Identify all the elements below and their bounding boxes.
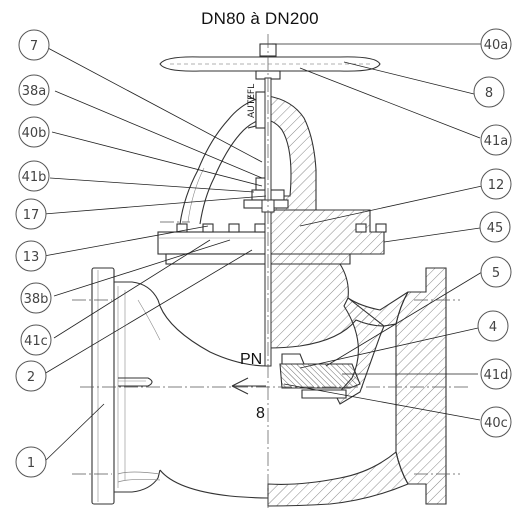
callout-7: 7 [18,29,50,61]
svg-text:7: 7 [30,39,38,54]
svg-text:2: 2 [27,370,35,385]
svg-text:40b: 40b [22,126,47,141]
svg-text:8: 8 [485,86,493,101]
svg-text:5: 5 [492,266,500,281]
diagram-title: DN80 à DN200 [201,9,319,28]
handwheel [159,43,381,80]
pn-marking: PN [240,351,262,368]
callout-1: 1 [15,446,47,478]
callout-38b: 38b [20,282,52,314]
callout-2: 2 [15,360,47,392]
bonnet-lettering: AUTEFL [247,84,257,118]
callout-17: 17 [15,198,47,230]
leader-lines [43,43,483,463]
svg-text:1: 1 [27,456,35,471]
callout-41b: 41b [18,160,50,192]
valve-section-half [267,95,447,507]
svg-text:38a: 38a [22,84,47,99]
svg-text:40c: 40c [484,416,508,431]
callout-8: 8 [473,76,505,108]
svg-text:17: 17 [23,208,40,223]
svg-text:41c: 41c [24,334,48,349]
callout-41c: 41c [20,324,52,356]
svg-text:41b: 41b [22,170,47,185]
svg-text:4: 4 [489,320,497,335]
callouts-right: 40a 8 41a 12 45 5 [473,28,512,438]
callout-38a: 38a [18,74,50,106]
callout-41a: 41a [480,124,512,156]
callouts-left: 7 38a 40b 41b 17 13 [15,29,52,478]
valve-exterior-half [91,91,269,505]
callout-13: 13 [15,240,47,272]
svg-text:12: 12 [488,178,505,193]
callout-5: 5 [480,256,512,288]
callout-12: 12 [480,168,512,200]
callout-45: 45 [479,211,511,243]
svg-text:45: 45 [487,221,504,236]
svg-text:41d: 41d [484,368,509,383]
centre-lines [72,34,470,508]
callout-40a: 40a [480,28,512,60]
callout-4: 4 [477,310,509,342]
callout-41d: 41d [480,358,512,390]
svg-text:41a: 41a [484,134,509,149]
svg-text:13: 13 [23,250,40,265]
size-marking: 8 [256,405,265,422]
svg-text:38b: 38b [24,292,49,307]
callout-40b: 40b [18,116,50,148]
svg-text:40a: 40a [484,38,509,53]
callout-40c: 40c [480,406,512,438]
